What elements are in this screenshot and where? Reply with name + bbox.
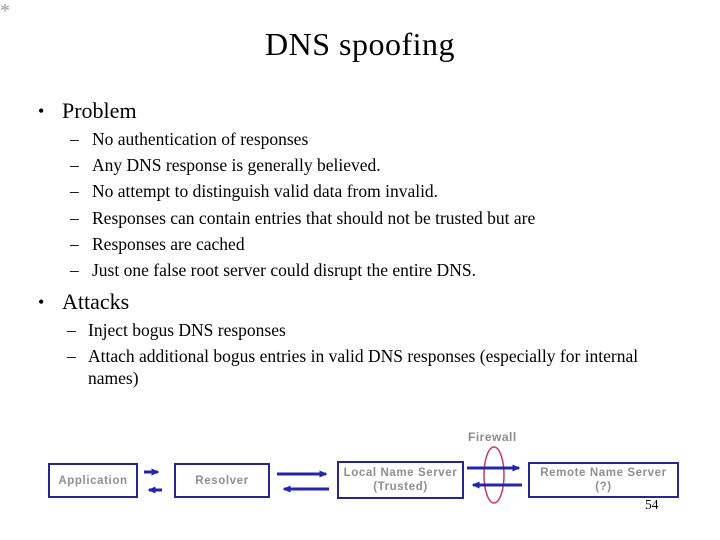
dash-icon: – <box>70 129 79 149</box>
node-label-line1: Local Name Server <box>343 467 458 479</box>
list-item-text: No authentication of responses <box>92 129 309 149</box>
list-item-text: No attempt to distinguish valid data fro… <box>92 181 439 202</box>
list-item: – Responses are cached <box>70 234 695 256</box>
dash-icon: – <box>67 346 76 367</box>
dns-flow-diagram <box>144 446 522 504</box>
node-local-name-server: Local Name Server (Trusted) <box>337 461 464 499</box>
node-label: Resolver <box>195 474 249 487</box>
heading-text-problem: Problem <box>62 98 137 123</box>
heading-text-attacks: Attacks <box>62 289 130 314</box>
bullet-heading-attacks: • Attacks <box>38 288 129 316</box>
bullet-heading-problem: • Problem <box>38 97 137 125</box>
dash-icon: – <box>67 320 76 340</box>
asterisk-annotation: * <box>0 0 10 22</box>
bullet-icon: • <box>38 101 45 121</box>
list-item: – Inject bogus DNS responses <box>67 320 672 342</box>
problem-item-list: – No authentication of responses – Any D… <box>70 129 695 286</box>
list-item-text: Attach additional bogus entries in valid… <box>88 346 639 388</box>
slide-title: DNS spoofing <box>264 26 455 62</box>
node-label: Application <box>58 474 128 487</box>
dash-icon: – <box>70 259 79 280</box>
bullet-icon: • <box>38 292 45 312</box>
list-item: – No attempt to distinguish valid data f… <box>70 181 695 203</box>
node-label-line1: Remote Name Server <box>540 467 667 479</box>
firewall-ellipse <box>483 446 505 504</box>
node-application: Application <box>48 463 138 498</box>
dash-icon: – <box>70 181 79 202</box>
node-label-line2: (?) <box>595 481 612 493</box>
list-item-text: Any DNS response is generally believed. <box>92 155 381 176</box>
dash-icon: – <box>70 155 79 176</box>
list-item: – Attach additional bogus entries in val… <box>67 346 672 389</box>
attacks-item-list: – Inject bogus DNS responses – Attach ad… <box>67 320 672 394</box>
firewall-label: Firewall <box>468 430 517 444</box>
dash-icon: – <box>70 207 79 228</box>
dash-icon: – <box>70 233 79 254</box>
node-label-line2: (Trusted) <box>373 481 428 493</box>
list-item: – Just one false root server could disru… <box>70 260 695 282</box>
list-item-text: Just one false root server could disrupt… <box>92 259 476 280</box>
list-item-text: Responses are cached <box>92 233 245 254</box>
node-remote-name-server: Remote Name Server (?) <box>528 462 679 498</box>
list-item-text: Inject bogus DNS responses <box>88 320 286 340</box>
list-item: – Responses can contain entries that sho… <box>70 208 695 230</box>
node-resolver: Resolver <box>174 463 270 498</box>
page-number: 54 <box>645 497 659 512</box>
list-item-text: Responses can contain entries that shoul… <box>92 207 536 228</box>
list-item: – Any DNS response is generally believed… <box>70 155 695 177</box>
list-item: – No authentication of responses <box>70 129 695 151</box>
